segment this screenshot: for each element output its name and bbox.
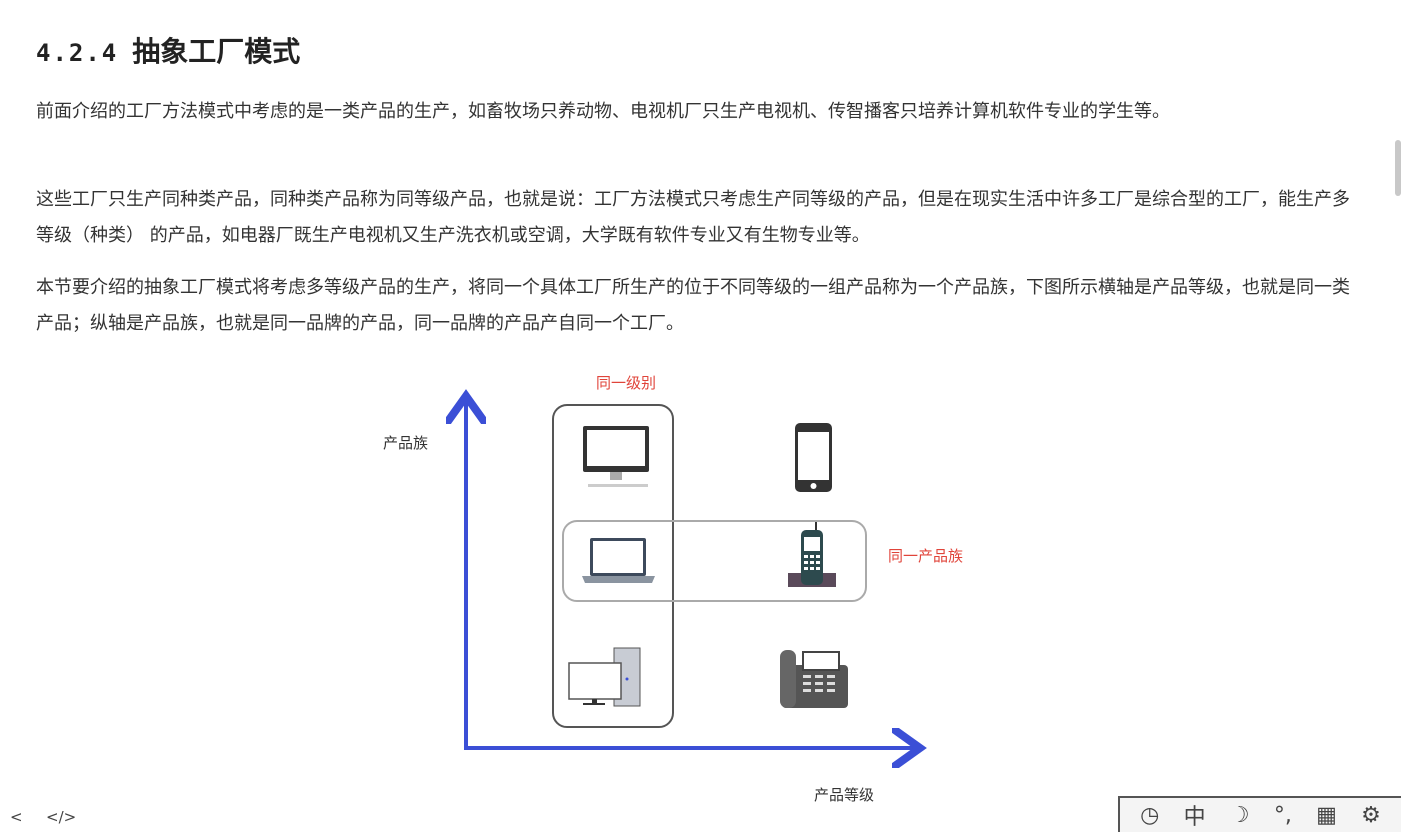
same-family-box (562, 520, 867, 602)
x-axis-label: 产品等级 (814, 786, 875, 804)
scrollbar-thumb[interactable] (1395, 140, 1401, 196)
section-number: 4.2.4 (36, 39, 119, 67)
laptop-icon (582, 538, 655, 583)
section-title: 4.2.4 抽象工厂模式 (36, 30, 300, 70)
cordless-phone-icon (788, 522, 836, 587)
prev-button[interactable]: < (10, 808, 23, 826)
split-icon[interactable]: 中 (1183, 805, 1206, 830)
toolbar: ◷ 中 ☽ °, ▦ ⚙ (1118, 796, 1401, 832)
paragraph-1: 前面介绍的工厂方法模式中考虑的是一类产品的生产，如畜牧场只养动物、电视机厂只生产… (36, 101, 1170, 122)
section-heading: 抽象工厂模式 (132, 35, 301, 68)
grid-icon[interactable]: ▦ (1316, 802, 1337, 828)
clock-icon[interactable]: ◷ (1140, 802, 1160, 828)
smartphone-icon (795, 423, 832, 492)
gear-icon[interactable]: ⚙ (1361, 802, 1381, 828)
same-level-label: 同一级别 (596, 374, 657, 392)
same-family-label: 同一产品族 (888, 547, 964, 565)
desk-phone-icon (780, 650, 848, 708)
paragraph-2: 这些工厂只生产同种类产品，同种类产品称为同等级产品，也就是说：工厂方法模式只考虑… (36, 189, 1350, 246)
monitor-icon (583, 426, 649, 487)
paragraph-3: 本节要介绍的抽象工厂模式将考虑多等级产品的生产，将同一个具体工厂所生产的位于不同… (36, 277, 1350, 334)
view-source-button[interactable]: </> (46, 808, 77, 826)
desktop-computer-icon (568, 647, 641, 707)
moon-icon[interactable]: ☽ (1229, 802, 1250, 828)
y-axis-label: 产品族 (383, 434, 429, 452)
same-level-box (552, 404, 674, 728)
temperature-icon[interactable]: °, (1273, 802, 1292, 828)
